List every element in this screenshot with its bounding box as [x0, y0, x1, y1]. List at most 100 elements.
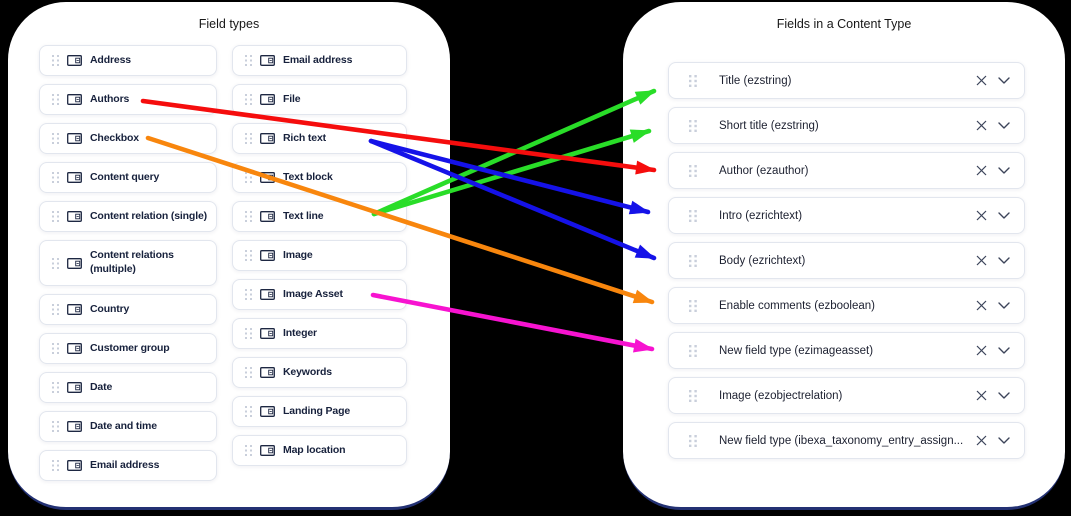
- drag-handle-icon[interactable]: [689, 434, 697, 447]
- drag-handle-icon[interactable]: [52, 211, 59, 222]
- drag-handle-icon[interactable]: [52, 172, 59, 183]
- drag-handle-icon[interactable]: [689, 299, 697, 312]
- field-type-item[interactable]: Customer group: [39, 333, 217, 364]
- drag-handle-icon[interactable]: [245, 211, 252, 222]
- field-types-panel: Field types Address: [8, 2, 450, 510]
- field-type-item[interactable]: Keywords: [232, 357, 407, 388]
- drag-handle-icon[interactable]: [245, 367, 252, 378]
- drag-handle-icon[interactable]: [245, 172, 252, 183]
- chevron-down-icon[interactable]: [998, 212, 1010, 219]
- field-type-item[interactable]: Image Asset: [232, 279, 407, 310]
- field-type-icon: [67, 93, 82, 106]
- chevron-down-icon[interactable]: [998, 257, 1010, 264]
- drag-handle-icon[interactable]: [52, 304, 59, 315]
- content-field-label: New field type (ibexa_taxonomy_entry_ass…: [719, 434, 964, 447]
- field-type-item[interactable]: Map location: [232, 435, 407, 466]
- field-type-label: Email address: [283, 53, 353, 66]
- chevron-down-icon[interactable]: [998, 77, 1010, 84]
- field-type-item[interactable]: Content relation (single): [39, 201, 217, 232]
- field-type-item[interactable]: Country: [39, 294, 217, 325]
- field-type-label: Integer: [283, 326, 317, 339]
- field-type-item[interactable]: Text line: [232, 201, 407, 232]
- close-icon[interactable]: [976, 165, 987, 176]
- close-icon[interactable]: [976, 255, 987, 266]
- close-icon[interactable]: [976, 120, 987, 131]
- content-field-label: Enable comments (ezboolean): [719, 299, 875, 312]
- content-field-label: Image (ezobjectrelation): [719, 389, 843, 402]
- field-types-column-2: Email address File: [232, 45, 407, 481]
- content-field-row[interactable]: Image (ezobjectrelation): [668, 377, 1025, 414]
- drag-handle-icon[interactable]: [52, 343, 59, 354]
- content-field-row[interactable]: Title (ezstring): [668, 62, 1025, 99]
- drag-handle-icon[interactable]: [245, 250, 252, 261]
- drag-handle-icon[interactable]: [689, 74, 697, 87]
- drag-handle-icon[interactable]: [245, 406, 252, 417]
- content-field-row[interactable]: Body (ezrichtext): [668, 242, 1025, 279]
- field-type-item[interactable]: Content query: [39, 162, 217, 193]
- content-field-row[interactable]: Enable comments (ezboolean): [668, 287, 1025, 324]
- field-type-item[interactable]: Text block: [232, 162, 407, 193]
- field-type-item[interactable]: Integer: [232, 318, 407, 349]
- field-type-item[interactable]: Checkbox: [39, 123, 217, 154]
- drag-handle-icon[interactable]: [52, 382, 59, 393]
- content-field-label: New field type (ezimageasset): [719, 344, 874, 357]
- drag-handle-icon[interactable]: [689, 119, 697, 132]
- close-icon[interactable]: [976, 300, 987, 311]
- drag-handle-icon[interactable]: [52, 257, 59, 269]
- drag-handle-icon[interactable]: [689, 254, 697, 267]
- chevron-down-icon[interactable]: [998, 302, 1010, 309]
- field-type-item[interactable]: Date and time: [39, 411, 217, 442]
- chevron-down-icon[interactable]: [998, 437, 1010, 444]
- content-field-row[interactable]: Intro (ezrichtext): [668, 197, 1025, 234]
- close-icon[interactable]: [976, 75, 987, 86]
- field-type-item[interactable]: Email address: [39, 450, 217, 481]
- drag-handle-icon[interactable]: [52, 421, 59, 432]
- drag-handle-icon[interactable]: [245, 445, 252, 456]
- field-type-icon: [260, 54, 275, 67]
- field-types-column-1: Address Authors: [39, 45, 217, 481]
- drag-handle-icon[interactable]: [245, 133, 252, 144]
- content-field-row[interactable]: Short title (ezstring): [668, 107, 1025, 144]
- close-icon[interactable]: [976, 210, 987, 221]
- field-type-label: Text block: [283, 170, 333, 183]
- close-icon[interactable]: [976, 390, 987, 401]
- drag-handle-icon[interactable]: [245, 55, 252, 66]
- field-type-item[interactable]: Rich text: [232, 123, 407, 154]
- content-field-row[interactable]: New field type (ezimageasset): [668, 332, 1025, 369]
- field-type-item[interactable]: Content relations (multiple): [39, 240, 217, 286]
- chevron-down-icon[interactable]: [998, 122, 1010, 129]
- field-type-icon: [67, 303, 82, 316]
- chevron-down-icon[interactable]: [998, 347, 1010, 354]
- field-type-item[interactable]: Image: [232, 240, 407, 271]
- drag-handle-icon[interactable]: [245, 94, 252, 105]
- field-type-item[interactable]: File: [232, 84, 407, 115]
- content-field-row[interactable]: Author (ezauthor): [668, 152, 1025, 189]
- content-field-label: Short title (ezstring): [719, 119, 819, 132]
- field-type-icon: [260, 444, 275, 457]
- drag-handle-icon[interactable]: [52, 133, 59, 144]
- field-type-label: Email address: [90, 458, 160, 471]
- drag-handle-icon[interactable]: [689, 389, 697, 402]
- drag-handle-icon[interactable]: [689, 209, 697, 222]
- drag-handle-icon[interactable]: [689, 344, 697, 357]
- field-type-item[interactable]: Address: [39, 45, 217, 76]
- drag-handle-icon[interactable]: [245, 289, 252, 300]
- content-field-row[interactable]: New field type (ibexa_taxonomy_entry_ass…: [668, 422, 1025, 459]
- drag-handle-icon[interactable]: [52, 94, 59, 105]
- field-type-label: Text line: [283, 209, 324, 222]
- drag-handle-icon[interactable]: [245, 328, 252, 339]
- chevron-down-icon[interactable]: [998, 392, 1010, 399]
- drag-handle-icon[interactable]: [52, 460, 59, 471]
- field-type-item[interactable]: Email address: [232, 45, 407, 76]
- chevron-down-icon[interactable]: [998, 167, 1010, 174]
- close-icon[interactable]: [976, 345, 987, 356]
- field-type-label: Content relations (multiple): [90, 249, 174, 275]
- field-type-icon: [67, 342, 82, 355]
- close-icon[interactable]: [976, 435, 987, 446]
- field-type-item[interactable]: Date: [39, 372, 217, 403]
- drag-handle-icon[interactable]: [52, 55, 59, 66]
- content-field-label: Author (ezauthor): [719, 164, 809, 177]
- field-type-item[interactable]: Landing Page: [232, 396, 407, 427]
- field-type-item[interactable]: Authors: [39, 84, 217, 115]
- drag-handle-icon[interactable]: [689, 164, 697, 177]
